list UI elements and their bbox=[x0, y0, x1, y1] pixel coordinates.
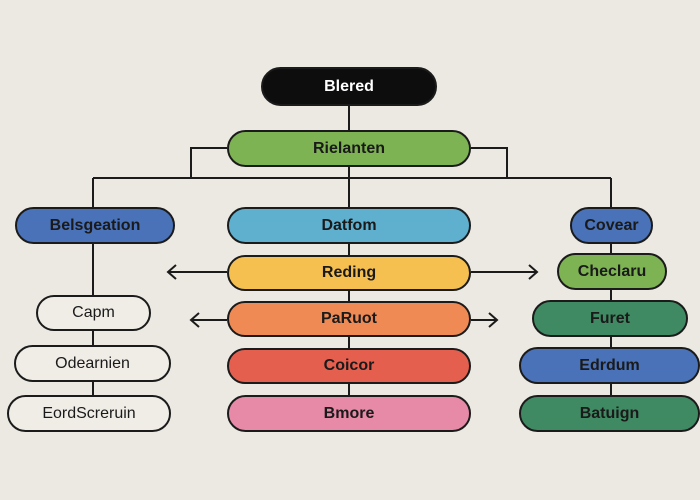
right-node-5: Batuign bbox=[519, 395, 700, 432]
arrow-right-1 bbox=[471, 264, 539, 280]
center-node-5: Bmore bbox=[227, 395, 471, 432]
root-node: Blered bbox=[261, 67, 437, 106]
arrow-left-1 bbox=[166, 264, 227, 280]
connector-tree bbox=[92, 147, 612, 207]
right-node-2: Checlaru bbox=[557, 253, 667, 290]
right-node-3: Furet bbox=[532, 300, 688, 337]
center-node-1: Datfom bbox=[227, 207, 471, 244]
left-node-4: EordScreruin bbox=[7, 395, 171, 432]
left-node-2: Capm bbox=[36, 295, 151, 331]
center-node-4: Coicor bbox=[227, 348, 471, 384]
arrow-left-2 bbox=[189, 312, 227, 328]
left-node-1: Belsgeation bbox=[15, 207, 175, 244]
left-node-3: Odearnien bbox=[14, 345, 171, 382]
center-node-2: Reding bbox=[227, 255, 471, 291]
level1-node: Rielanten bbox=[227, 130, 471, 167]
center-node-3: PaRuot bbox=[227, 301, 471, 337]
right-node-1: Covear bbox=[570, 207, 653, 244]
right-node-4: Edrdum bbox=[519, 347, 700, 384]
arrow-right-2 bbox=[471, 312, 499, 328]
